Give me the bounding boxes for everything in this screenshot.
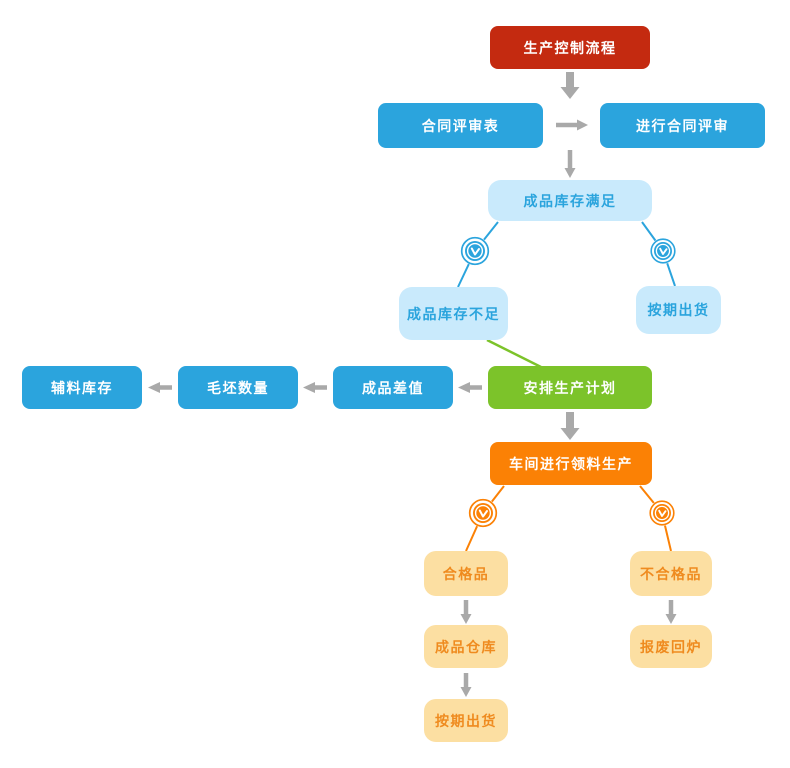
branch-line-right-blue — [641, 221, 676, 287]
node-finished-stock-insufficient: 成品库存不足 — [399, 287, 508, 340]
arrow-warehouse-down — [460, 673, 472, 697]
clock-icon — [468, 498, 498, 528]
arrow-left-3 — [458, 382, 482, 393]
arrow-qualified-down — [460, 600, 472, 624]
node-ship-on-schedule-final: 按期出货 — [424, 699, 508, 742]
clock-icon — [650, 238, 676, 264]
node-workshop-material-production: 车间进行领料生产 — [490, 442, 652, 485]
node-unqualified-products: 不合格品 — [630, 551, 712, 596]
green-connector-line — [486, 338, 542, 369]
node-qualified-products: 合格品 — [424, 551, 508, 596]
arrow-left-2 — [303, 382, 327, 393]
arrow-contract-right — [556, 119, 588, 131]
arrow-start-down — [560, 72, 580, 99]
branch-line-right-orange — [639, 485, 672, 552]
node-ship-on-schedule-mid: 按期出货 — [636, 286, 721, 334]
node-scrap-remelt: 报废回炉 — [630, 625, 712, 668]
node-finished-goods-warehouse: 成品仓库 — [424, 625, 508, 668]
arrow-left-1 — [148, 382, 172, 393]
arrow-plan-down — [560, 412, 580, 440]
node-finished-stock-sufficient: 成品库存满足 — [488, 180, 652, 221]
node-production-control-process: 生产控制流程 — [490, 26, 650, 69]
branch-line-left-orange — [465, 485, 505, 552]
node-finished-product-difference: 成品差值 — [333, 366, 453, 409]
arrow-unqualified-down — [665, 600, 677, 624]
node-blank-quantity: 毛坯数量 — [178, 366, 298, 409]
arrow-to-stock-sufficient — [564, 150, 576, 178]
clock-icon — [649, 500, 675, 526]
branch-line-left-blue — [457, 221, 499, 288]
node-contract-review-form: 合同评审表 — [378, 103, 543, 148]
node-auxiliary-material-stock: 辅料库存 — [22, 366, 142, 409]
node-conduct-contract-review: 进行合同评审 — [600, 103, 765, 148]
node-arrange-production-plan: 安排生产计划 — [488, 366, 652, 409]
clock-icon — [460, 236, 490, 266]
